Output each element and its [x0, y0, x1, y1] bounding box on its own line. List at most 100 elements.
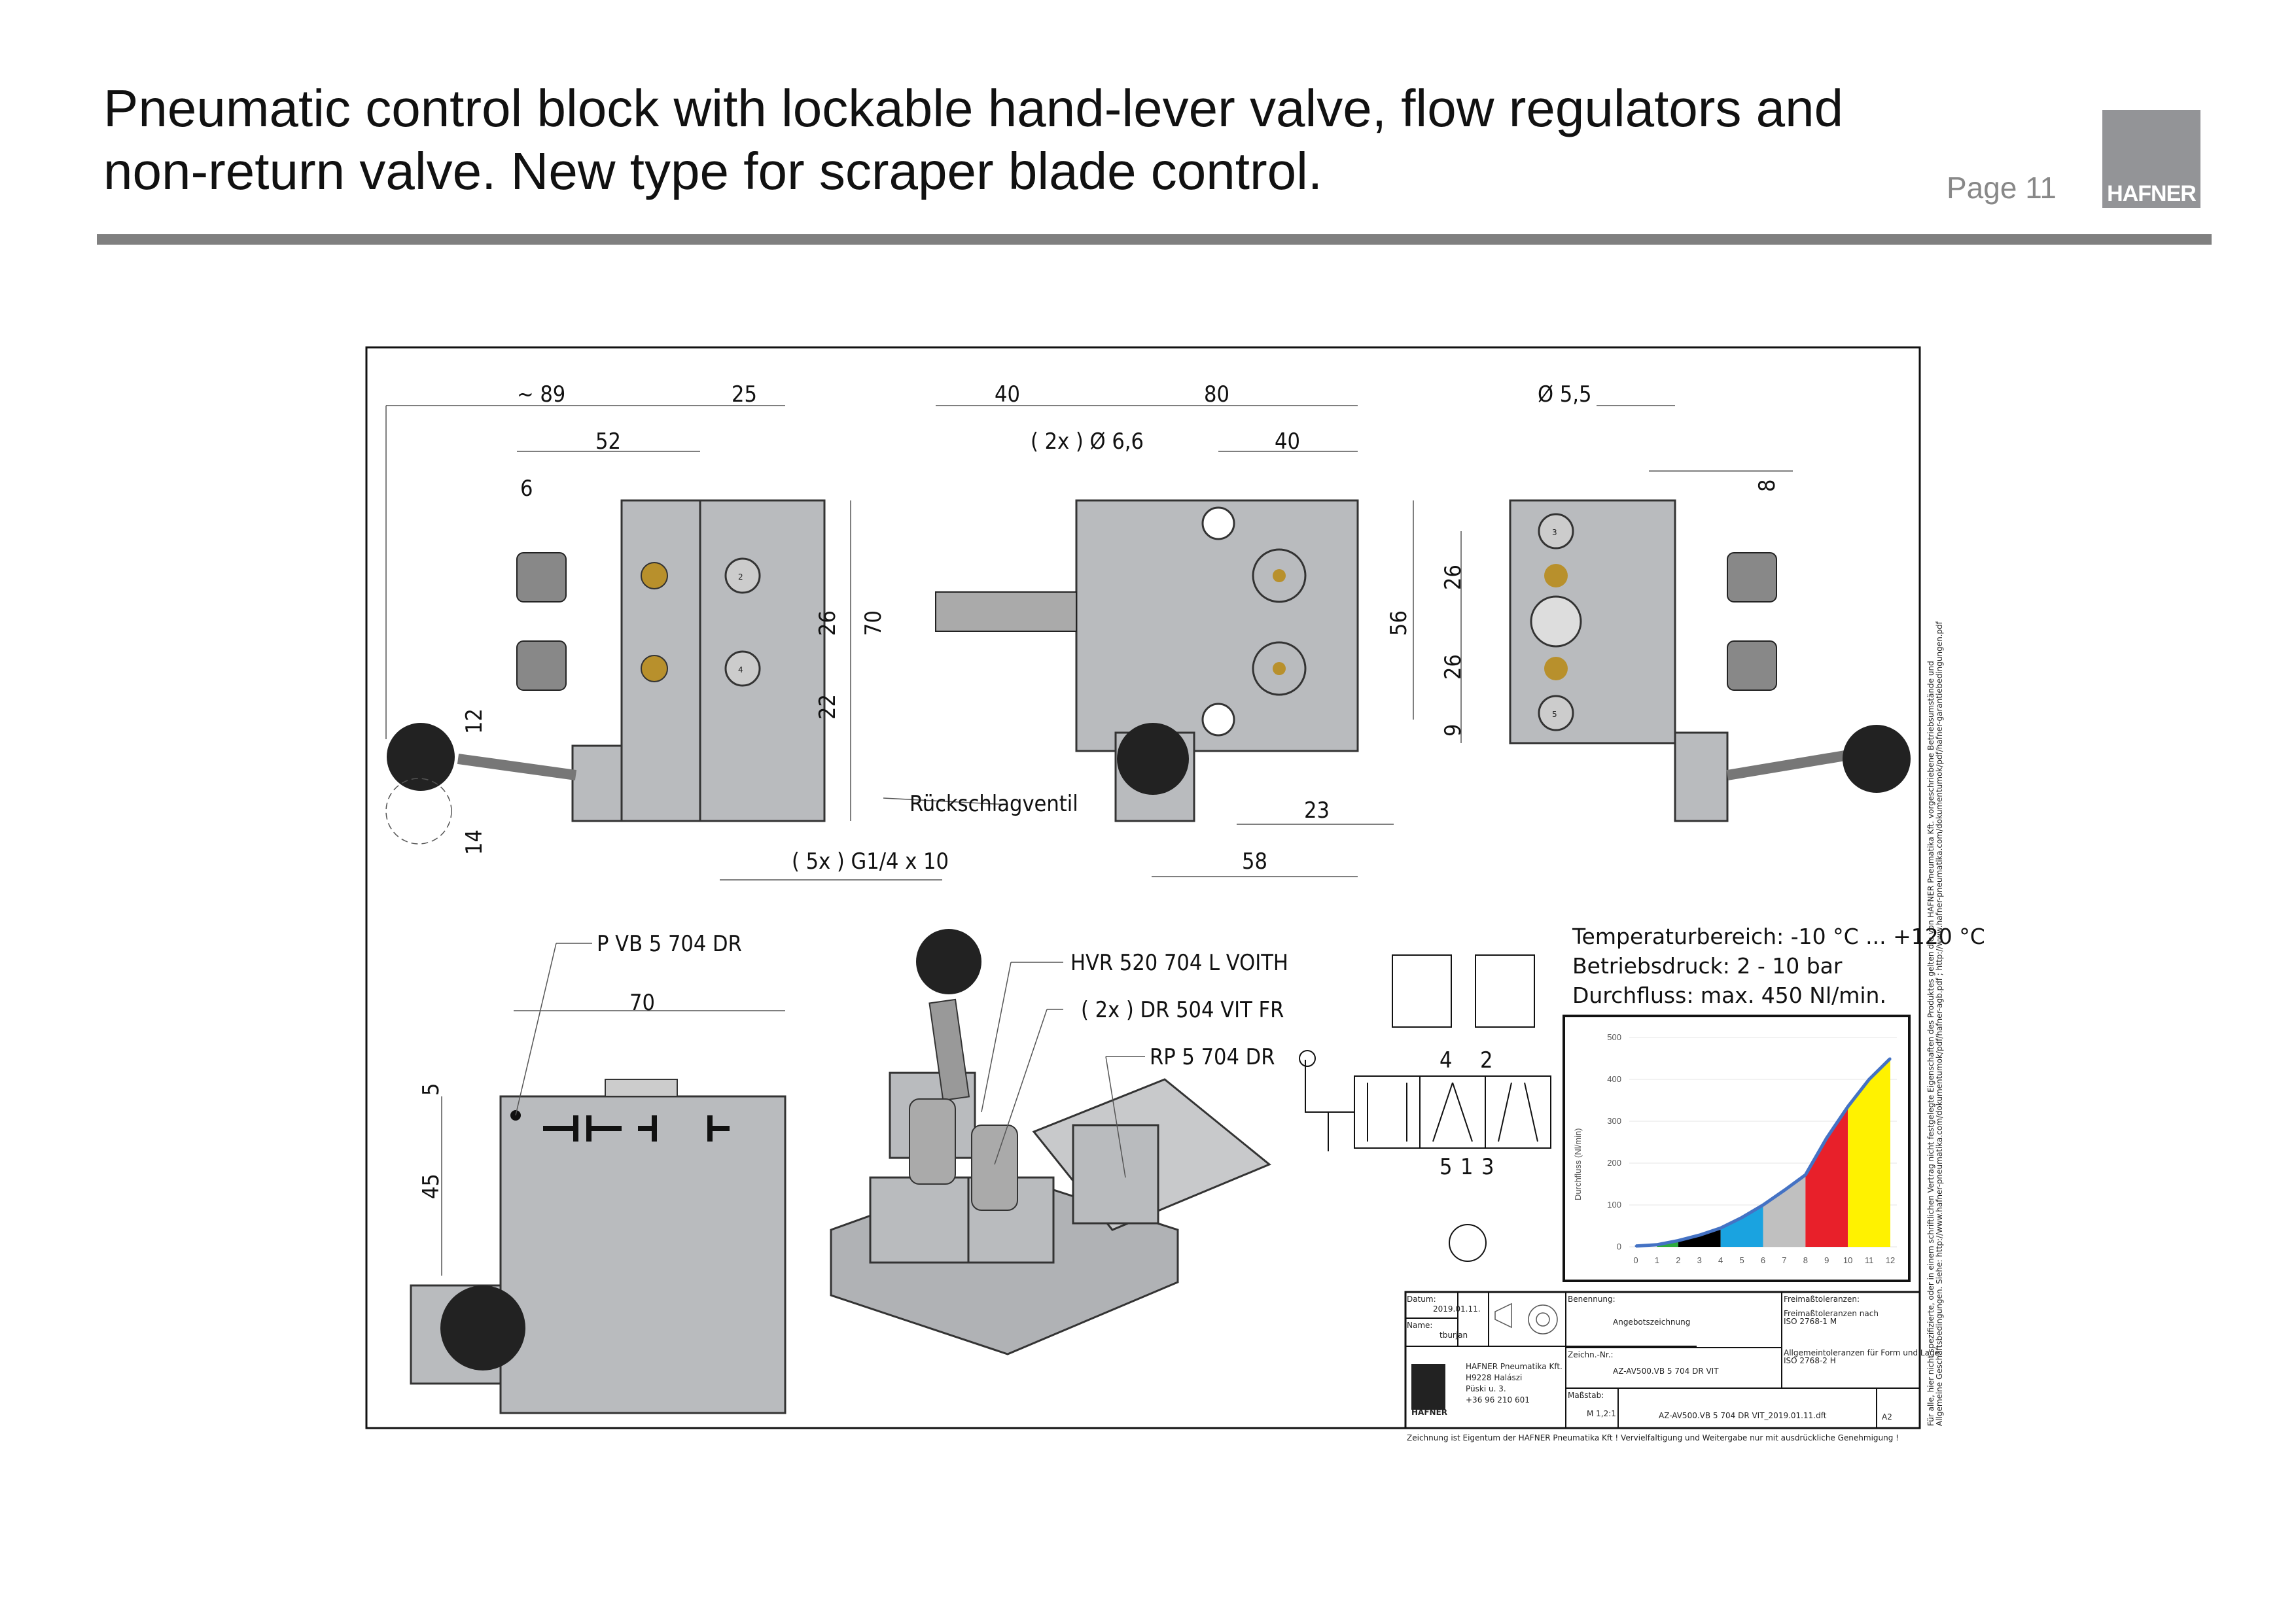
dimension: 80 [1204, 381, 1229, 408]
lever-base [1674, 731, 1729, 822]
port [641, 655, 668, 682]
company-name: HAFNER Pneumatika Kft. [1466, 1362, 1563, 1371]
port-label: 5 [1552, 710, 1557, 719]
dimension: 58 [1242, 848, 1267, 875]
x-tick-label: 1 [1655, 1255, 1659, 1265]
port-label: 4 [1439, 1047, 1452, 1073]
tolerance-text: ISO 2768-1 M [1784, 1317, 1837, 1326]
spec-pressure: Betriebsdruck: 2 - 10 bar [1572, 953, 1843, 979]
dimension: 8 [1754, 480, 1780, 492]
port-label: 2 [1480, 1047, 1492, 1073]
dimension: 70 [860, 610, 887, 636]
regulator-knob [1727, 552, 1777, 602]
x-tick-label: 0 [1633, 1255, 1638, 1265]
dimension: 6 [520, 476, 533, 502]
header-divider [97, 234, 2212, 245]
x-tick-label: 12 [1886, 1255, 1895, 1265]
terms-note: Für alle, hier nicht spezifizierte, oder… [1926, 661, 1935, 1426]
scale-value: M 1,2:1 [1587, 1409, 1616, 1418]
file-name: AZ-AV500.VB 5 704 DR VIT_2019.01.11.dft [1659, 1411, 1827, 1420]
port-label: 4 [738, 665, 743, 674]
part-callout: P VB 5 704 DR [597, 931, 742, 957]
x-tick-label: 8 [1803, 1255, 1808, 1265]
dimension: 26 [815, 610, 841, 636]
lever-base [571, 744, 623, 822]
company-street: Püski u. 3. [1466, 1384, 1506, 1393]
hand-lever [457, 754, 577, 780]
regulator-callout: ( 2x ) DR 504 VIT FR [1081, 997, 1284, 1023]
y-tick-label: 500 [1607, 1032, 1621, 1042]
dimension: 56 [1386, 610, 1412, 636]
series-line [1635, 1057, 1892, 1248]
lever-knob [387, 723, 455, 791]
dimension: 5 [418, 1083, 444, 1096]
dimension: 40 [995, 381, 1020, 408]
isometric-view: HVR 520 704 L VOITH ( 2x ) DR 504 VIT FR… [830, 929, 1288, 1355]
port-label: 5 [1439, 1154, 1452, 1180]
front-view: 2 4 ~ 89 25 52 6 26 70 22 12 14 ( 5x ) G… [385, 381, 1078, 881]
dimension: 12 [461, 708, 487, 734]
check-valve-callout: Rückschlagventil [910, 791, 1078, 817]
x-tick-label: 10 [1843, 1255, 1852, 1265]
zeichn-label: Zeichn.-Nr.: [1568, 1350, 1614, 1359]
x-tick-label: 6 [1761, 1255, 1765, 1265]
check-valve-body [935, 591, 1077, 632]
y-tick-label: 200 [1607, 1158, 1621, 1168]
terms-note-links: Allgemeine Geschäftsbedingungen. Siehe: … [1935, 621, 1944, 1426]
benennung-label: Benennung: [1568, 1295, 1616, 1304]
x-tick-label: 3 [1697, 1255, 1702, 1265]
rear-view: 3 5 Ø 5,5 8 26 26 9 [1440, 381, 1911, 822]
mounting-hole [1201, 703, 1235, 737]
area-band [1848, 1058, 1890, 1247]
dimension: 23 [1304, 797, 1330, 824]
side-view: 40 80 ( 2x ) Ø 6,6 40 56 23 58 [935, 381, 1414, 877]
hafner-logo: HAFNER [2102, 110, 2200, 208]
tolerance-text: Freimaßtoleranzen nach [1784, 1309, 1879, 1318]
dimension: 52 [595, 428, 621, 455]
paper-format: A2 [1882, 1412, 1892, 1422]
title-line-2: non-return valve. New type for scraper b… [103, 142, 1323, 200]
port-5 [1538, 695, 1574, 731]
y-tick-label: 100 [1607, 1200, 1621, 1210]
page-number: Page 11 [1947, 171, 2057, 205]
page-title: Pneumatic control block with lockable ha… [103, 77, 2001, 203]
benennung-value: Angebotszeichnung [1613, 1318, 1690, 1327]
x-tick-label: 2 [1676, 1255, 1680, 1265]
x-tick-label: 7 [1782, 1255, 1786, 1265]
x-tick-label: 5 [1739, 1255, 1744, 1265]
tolerance-text: ISO 2768-2 H [1784, 1356, 1836, 1365]
spec-flow: Durchfluss: max. 450 Nl/min. [1572, 983, 1886, 1008]
dimension: 22 [815, 694, 841, 720]
y-tick-label: 400 [1607, 1074, 1621, 1084]
lever-alt-position [385, 778, 452, 845]
dimension: Ø 5,5 [1538, 381, 1591, 408]
title-line-1: Pneumatic control block with lockable ha… [103, 79, 1844, 137]
area-band [1763, 1174, 1806, 1247]
datum-label: Datum: [1407, 1295, 1436, 1304]
lever-knob [440, 1285, 525, 1370]
dimension: 40 [1275, 428, 1300, 455]
port-label: 2 [738, 572, 743, 582]
logo-text: HAFNER [2107, 181, 2197, 206]
mounting-hole [1201, 506, 1235, 540]
flow-symbols [543, 1115, 730, 1142]
port-label: 1 [1460, 1154, 1473, 1180]
port-label: 3 [1552, 528, 1557, 537]
dimension: 25 [732, 381, 757, 408]
regulator-knob [1727, 640, 1777, 691]
tolerance-label: Freimaßtoleranzen: [1784, 1295, 1860, 1304]
block-body [499, 1095, 786, 1414]
lever-knob [1843, 725, 1911, 793]
drawing-number: AZ-AV500.VB 5 704 DR VIT [1613, 1367, 1719, 1376]
company-phone: +36 96 210 601 [1466, 1395, 1530, 1405]
specifications: Temperaturbereich: -10 °C ... +120 °C Be… [1572, 924, 1985, 1008]
pneumatic-schematic: 4 2 5 1 3 [1299, 954, 1551, 1262]
dimension: 9 [1440, 724, 1466, 737]
x-tick-label: 9 [1824, 1255, 1829, 1265]
port-4 [724, 650, 761, 687]
hole-callout: ( 2x ) Ø 6,6 [1031, 428, 1144, 455]
company-address: H9228 Halászi [1466, 1373, 1522, 1382]
thread-callout: ( 5x ) G1/4 x 10 [792, 848, 949, 875]
block-body-right [699, 499, 826, 822]
